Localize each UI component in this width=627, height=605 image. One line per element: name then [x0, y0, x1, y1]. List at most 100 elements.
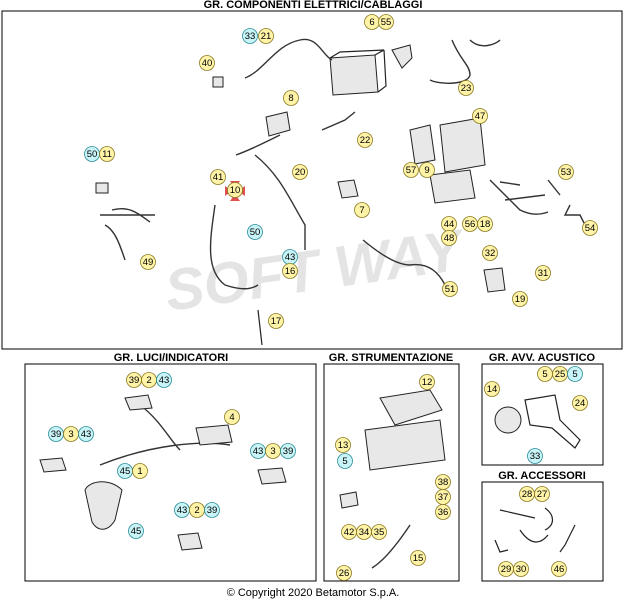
callout-number: 11	[102, 149, 112, 160]
callout-number: 23	[461, 83, 472, 94]
callout-bubble	[140, 254, 156, 270]
callout-number: 19	[515, 294, 526, 305]
callout-number: 35	[374, 527, 385, 538]
callout-number: 16	[285, 266, 296, 277]
clamp	[519, 529, 549, 543]
callout-electrical-6: 6	[364, 14, 380, 30]
callout-number: 5	[572, 369, 577, 380]
ground-cable	[321, 111, 356, 131]
callout-number: 29	[501, 564, 512, 575]
callout-instruments-42: 42	[341, 524, 357, 540]
callout-lights-43: 43	[250, 443, 266, 459]
callout-instruments-5: 5	[337, 453, 353, 469]
callout-number: 54	[585, 223, 596, 234]
callout-horn-25: 25	[552, 366, 568, 382]
callout-number: 34	[359, 527, 370, 538]
instruments-section-frame	[323, 363, 460, 582]
relay	[212, 76, 224, 88]
callout-bubble	[242, 28, 258, 44]
callout-accessories-29: 29	[498, 561, 514, 577]
callout-bubble	[258, 28, 274, 44]
spark-plug	[257, 309, 263, 346]
callout-bubble	[199, 55, 215, 71]
callout-number: 43	[81, 429, 92, 440]
callout-instruments-37: 37	[435, 489, 451, 505]
callout-electrical-57: 57	[403, 162, 419, 178]
callout-electrical-55: 55	[378, 14, 394, 30]
callout-number: 5	[342, 456, 347, 467]
callout-accessories-30: 30	[513, 561, 529, 577]
callout-instruments-38: 38	[435, 474, 451, 490]
callout-number: 38	[438, 477, 449, 488]
callout-bubble	[458, 80, 474, 96]
callout-electrical-41: 41	[210, 169, 226, 185]
callout-lights-4: 4	[224, 409, 240, 425]
callout-number: 1	[137, 466, 142, 477]
callout-bubble	[247, 224, 263, 240]
callout-electrical-17: 17	[268, 313, 284, 329]
callout-accessories-28: 28	[519, 486, 535, 502]
callout-electrical-56: 56	[462, 216, 478, 232]
callout-number: 2	[146, 375, 151, 386]
rear-indicator	[177, 532, 203, 551]
tail-light	[195, 424, 233, 446]
callout-bubble	[472, 108, 488, 124]
callout-electrical-53: 53	[558, 164, 574, 180]
callout-number: 56	[465, 219, 476, 230]
callout-lights-2: 2	[189, 502, 205, 518]
callout-electrical-7: 7	[354, 202, 370, 218]
callout-bubble	[335, 437, 351, 453]
callout-electrical-33: 33	[242, 28, 258, 44]
callout-lights-3: 3	[265, 443, 281, 459]
callout-number: 43	[285, 252, 296, 263]
callout-number: 12	[422, 377, 433, 388]
callout-number: 42	[344, 527, 355, 538]
callout-number: 8	[288, 93, 293, 104]
callout-bubble	[435, 504, 451, 520]
callout-number: 26	[339, 568, 350, 579]
callout-number: 43	[253, 446, 264, 457]
callout-bubble	[572, 395, 588, 411]
speedo-cable	[371, 524, 411, 569]
main-harness	[235, 134, 306, 250]
callout-number: 20	[295, 167, 306, 178]
callout-bubble	[513, 561, 529, 577]
callout-bubble	[280, 443, 296, 459]
callout-bubble	[78, 426, 94, 442]
callout-number: 45	[131, 526, 142, 537]
callout-number: 43	[159, 375, 170, 386]
wire-guide	[559, 524, 576, 553]
callout-number: 49	[143, 257, 154, 268]
callout-number: 21	[261, 31, 272, 42]
ecu-harness	[489, 179, 549, 215]
callout-electrical-23: 23	[458, 80, 474, 96]
callout-horn-5: 5	[567, 366, 583, 382]
callout-electrical-44: 44	[441, 216, 457, 232]
side-indicator-right	[257, 467, 287, 485]
callout-electrical-20: 20	[292, 164, 308, 180]
callout-number: 9	[424, 165, 429, 176]
electrical-section-title: GR. COMPONENTI ELETTRICI/CABLAGGI	[204, 0, 423, 11]
callout-number: 15	[413, 553, 424, 564]
callout-number: 43	[177, 505, 188, 516]
callout-number: 48	[444, 233, 455, 244]
headlight	[84, 481, 123, 530]
horn-section-title: GR. AVV. ACUSTICO	[489, 352, 596, 364]
callout-lights-43: 43	[156, 372, 172, 388]
callout-bubble	[482, 245, 498, 261]
callout-number: 30	[516, 564, 527, 575]
switch-block	[339, 491, 359, 509]
copyright: © Copyright 2020 Betamotor S.p.A.	[227, 587, 400, 599]
callout-electrical-50: 50	[84, 146, 100, 162]
callout-bubble	[534, 486, 550, 502]
callout-lights-3: 3	[63, 426, 79, 442]
callout-bubble	[527, 448, 543, 464]
front-harness	[100, 208, 155, 261]
callout-electrical-47: 47	[472, 108, 488, 124]
holder	[494, 539, 509, 553]
callout-electrical-51: 51	[442, 281, 458, 297]
callout-bubble	[410, 550, 426, 566]
callout-number: 50	[250, 227, 261, 238]
regulator	[337, 179, 359, 199]
